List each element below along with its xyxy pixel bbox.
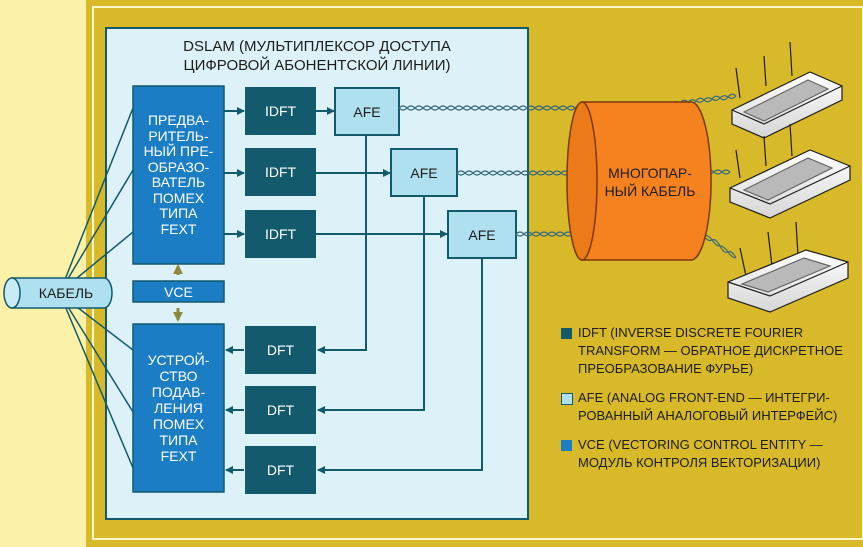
idft-block-3: [245, 210, 316, 258]
idft-to-afe-arrows: [316, 107, 448, 238]
twisted-pairs-to-cable: [398, 105, 584, 237]
fext-precoder-label: ПРЕДВА- РИТЕЛЬ- НЫЙ ПРЕ- ОБРАЗО- ВАТЕЛЬ …: [143, 112, 214, 237]
legend-swatch-afe: [561, 393, 573, 405]
dft-label-2: DFT: [266, 402, 295, 418]
legend-swatch-idft: [561, 328, 572, 339]
afe-block-1: [334, 87, 400, 136]
idft-block-2: [245, 148, 316, 196]
modem-1: [731, 41, 843, 139]
dft-block-1: [245, 326, 316, 374]
modem-3: [727, 221, 849, 313]
cable-fan-lines: [59, 107, 134, 469]
idft-label-3: IDFT: [264, 226, 297, 242]
vce-label: VCE: [164, 283, 193, 300]
vce-box: [132, 280, 225, 303]
input-cable-label: КАБЕЛЬ: [38, 285, 94, 301]
legend-text-vce: VCE (VECTORING CONTROL ENTITY — МОДУЛЬ К…: [578, 437, 823, 470]
dft-label-3: DFT: [266, 462, 295, 478]
input-cable-cylinder: [3, 277, 113, 309]
afe-block-2: [390, 148, 458, 197]
multipair-cable-label: МНОГОПАР- НЫЙ КАБЕЛЬ: [604, 165, 696, 199]
idft-block-1: [245, 87, 316, 135]
afe-label-1: AFE: [353, 103, 381, 120]
afe-to-dft-lines: [317, 135, 483, 474]
afe-label-2: AFE: [410, 164, 438, 181]
precoder-to-idft-arrows: [224, 107, 245, 238]
dslam-title: DSLAM (МУЛЬТИПЛЕКСОР ДОСТУПА ЦИФРОВОЙ АБ…: [183, 38, 451, 74]
multipair-cable-cylinder: [566, 101, 712, 261]
dft-block-2: [245, 386, 316, 434]
idft-label-2: IDFT: [264, 164, 297, 180]
dft-to-canceller-arrows: [225, 346, 244, 474]
legend-swatch-vce: [561, 440, 572, 451]
dft-label-1: DFT: [266, 342, 295, 358]
legend-text-afe: AFE (ANALOG FRONT-END — ИНТЕГРИ- РОВАННЫ…: [578, 390, 838, 423]
idft-label-1: IDFT: [264, 103, 297, 119]
legend-text-idft: IDFT (INVERSE DISCRETE FOURIER TRANSFORM…: [578, 325, 843, 376]
modem-2: [729, 123, 851, 219]
afe-label-3: AFE: [468, 226, 496, 243]
fext-canceller-box: [132, 323, 225, 493]
fext-canceller-label: УСТРОЙ- СТВО ПОДАВ- ЛЕНИЯ ПОМЕХ ТИПА FEX…: [147, 352, 210, 464]
panel-inner-border: [92, 6, 863, 540]
dft-block-3: [245, 446, 316, 494]
fext-precoder-box: [132, 85, 225, 265]
